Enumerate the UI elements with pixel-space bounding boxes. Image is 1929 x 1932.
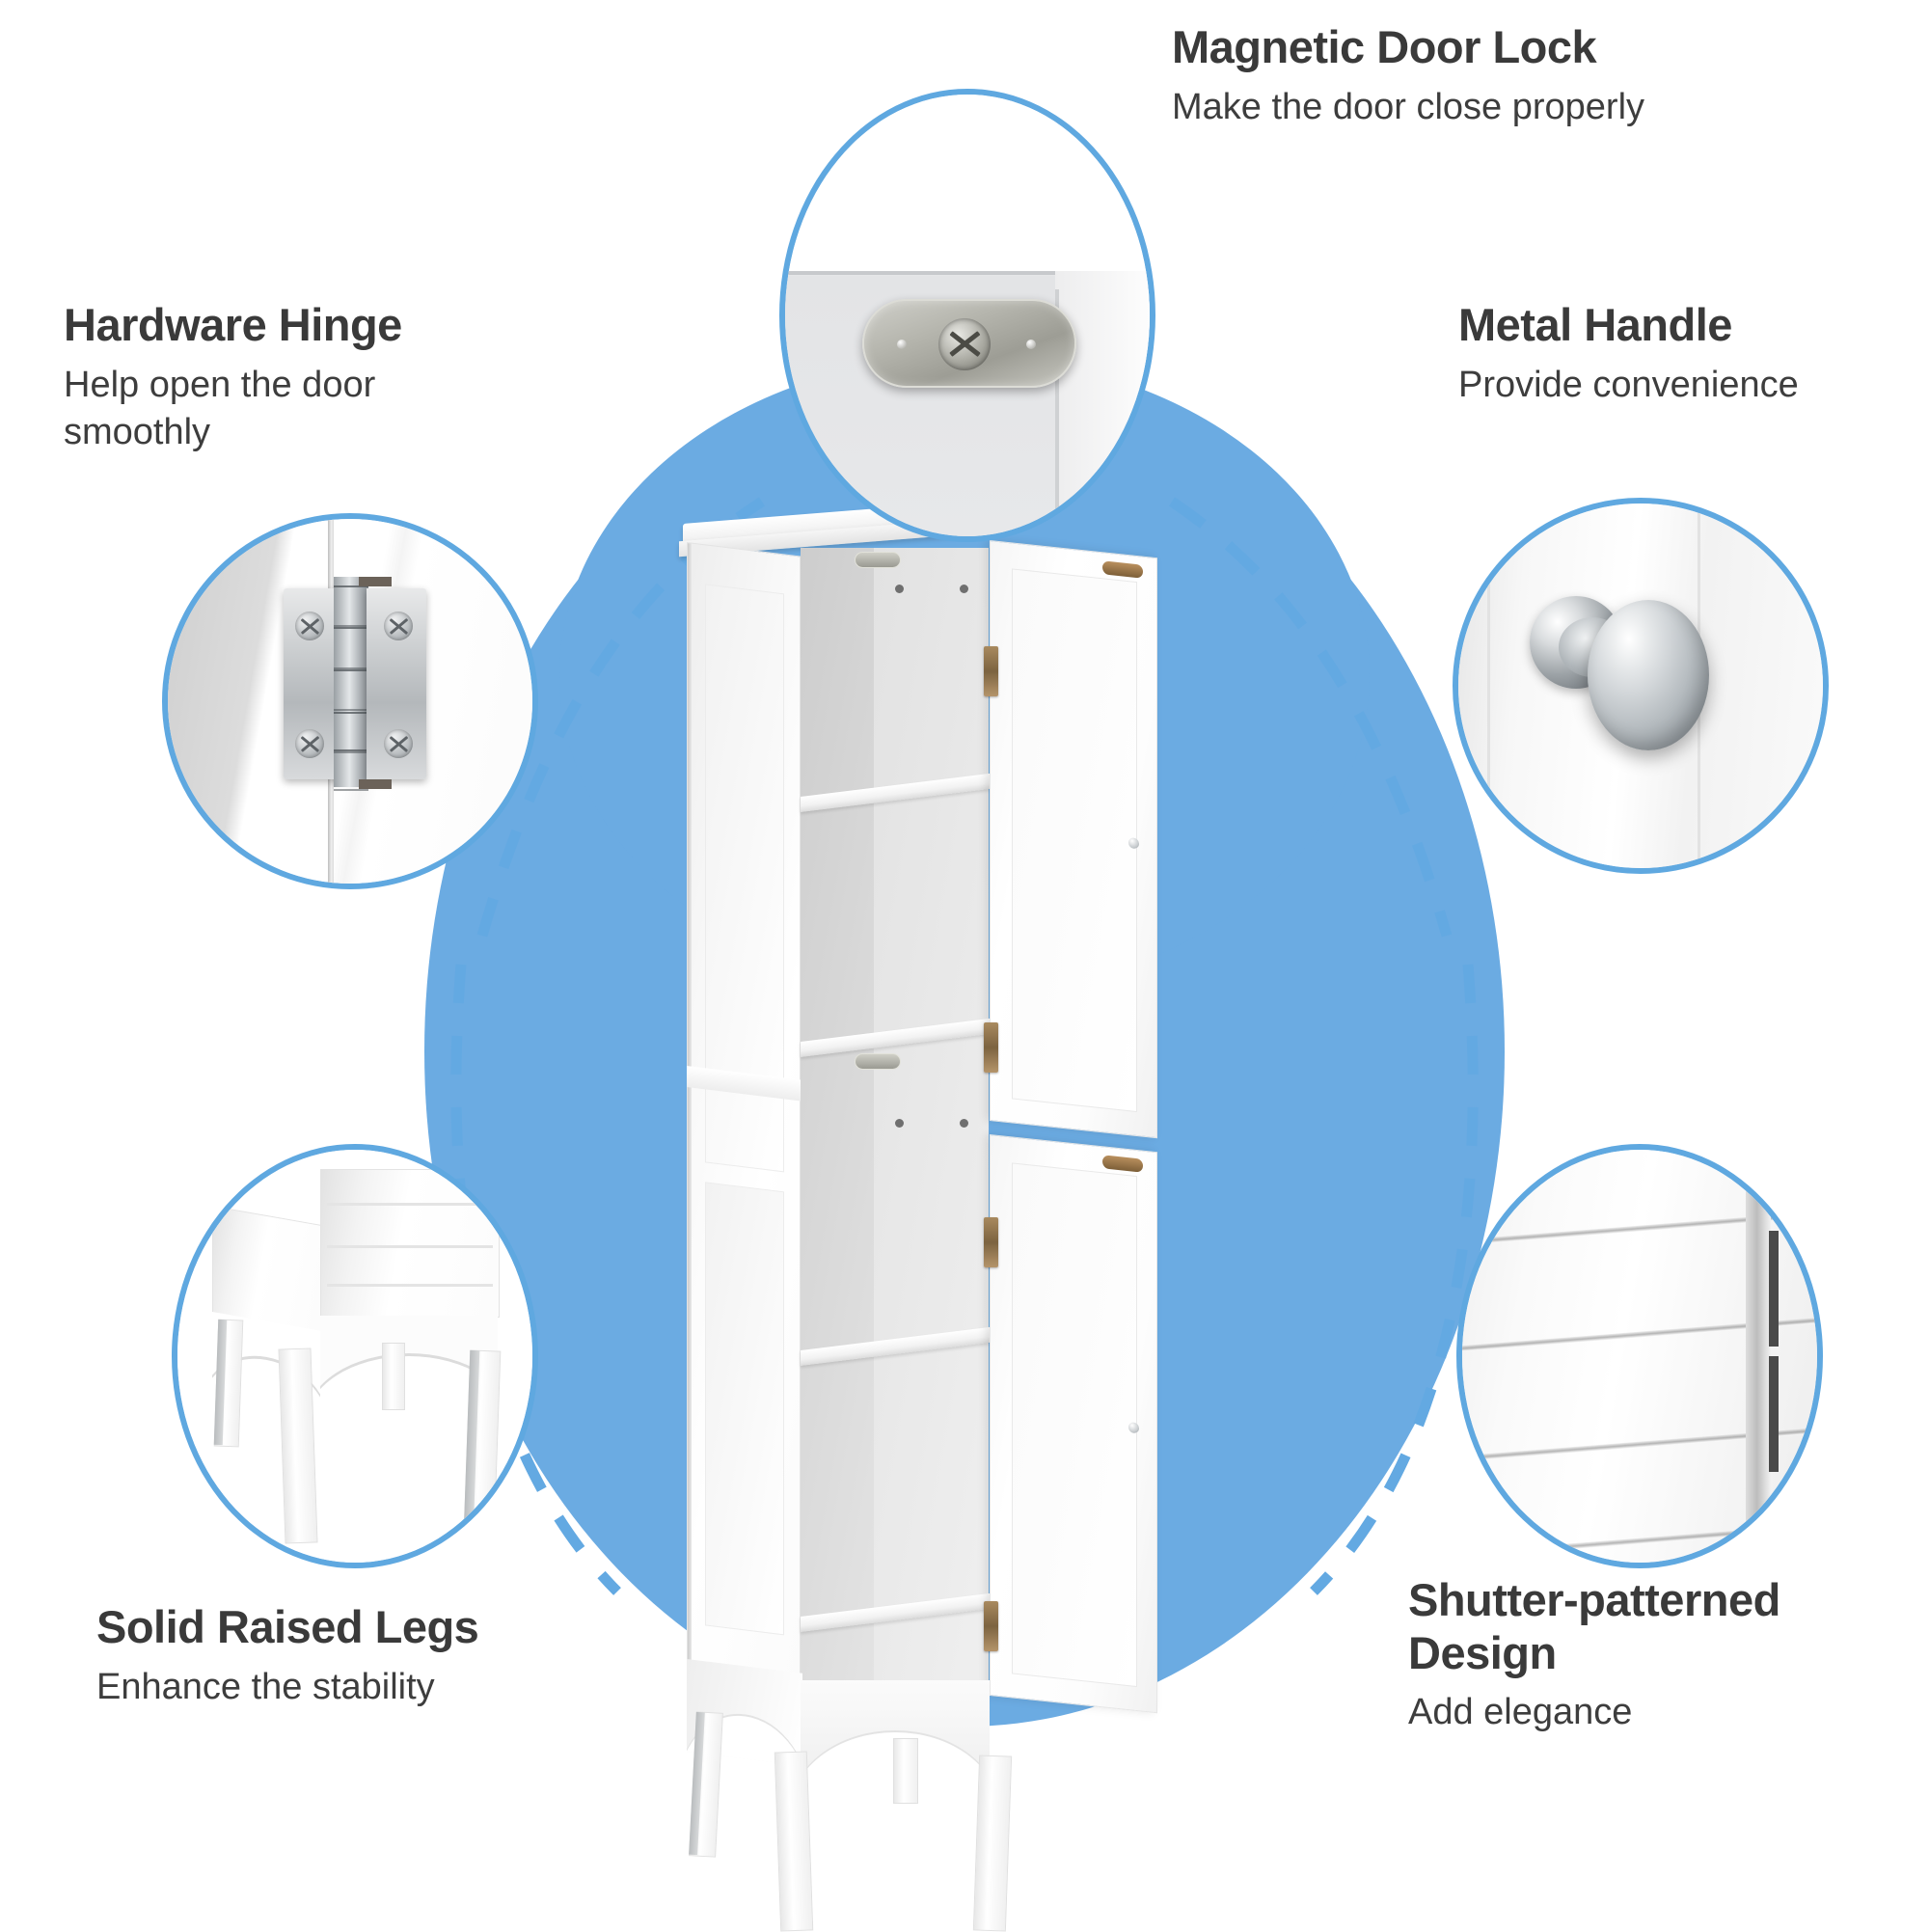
upper-door-hinge-bottom	[984, 1022, 998, 1073]
legs-front-slat	[327, 1284, 493, 1287]
lock-cabinet-top-edge	[785, 271, 1150, 276]
callout-text-solid-raised-legs: Solid Raised Legs Enhance the stability	[96, 1601, 637, 1711]
hinge-knuckle-segment	[334, 668, 368, 712]
back-wall-screw	[960, 585, 968, 593]
shutter-patterned-design-subtitle: Add elegance	[1408, 1692, 1633, 1733]
cabinet-leg-rear-right	[893, 1738, 918, 1804]
lock-rivet-left	[897, 340, 907, 349]
hinge-top-shadow	[359, 577, 392, 586]
cabinet-interior-left-wall	[801, 548, 874, 1686]
solid-raised-legs-photo	[172, 1144, 538, 1568]
hinge-knuckle-segment	[334, 627, 368, 669]
legs-front-left	[278, 1347, 318, 1544]
magnetic-door-lock-title: Magnetic Door Lock	[1172, 21, 1597, 72]
handle-knob	[1588, 600, 1709, 750]
back-wall-screw	[960, 1119, 968, 1128]
dash-handle-to-shutter	[1310, 964, 1479, 1595]
cabinet-leg-front-right	[972, 1755, 1013, 1932]
lower-door-hinge-bottom	[984, 1601, 998, 1651]
upper-door-knob-screw	[1128, 837, 1139, 850]
shutter-panel-edge	[1746, 1150, 1771, 1563]
shutter-shadow-gap-lower	[1769, 1356, 1779, 1472]
hardware-hinge-photo	[162, 513, 538, 889]
shutter-shadow-gap-upper	[1769, 1231, 1779, 1347]
legs-cabinet-front	[320, 1169, 500, 1318]
cabinet-leg-front-left	[774, 1751, 814, 1932]
legs-front-slat	[327, 1245, 493, 1248]
shutter-patterned-design-photo	[1456, 1144, 1823, 1568]
metal-handle-subtitle: Provide convenience	[1458, 364, 1799, 405]
callout-text-magnetic-door-lock: Magnetic Door Lock Make the door close p…	[1172, 21, 1847, 131]
legs-rear-right	[382, 1343, 405, 1410]
cabinet-lower-door	[990, 1134, 1157, 1714]
magnetic-catch-upper	[855, 552, 901, 568]
callout-text-hardware-hinge: Hardware Hinge Help open the door smooth…	[64, 299, 565, 456]
hinge-right-leaf	[367, 588, 426, 779]
hinge-left-leaf	[284, 588, 340, 779]
hardware-hinge-subtitle: Help open the door smoothly	[64, 364, 376, 452]
solid-raised-legs-title: Solid Raised Legs	[96, 1601, 479, 1652]
hardware-hinge-icon	[168, 519, 532, 884]
magnetic-door-lock-photo	[779, 89, 1155, 542]
metal-handle-icon	[1458, 503, 1823, 868]
hinge-screw	[384, 729, 413, 758]
lower-door-panel-inset	[1012, 1162, 1137, 1688]
hinge-knuckle-segment	[334, 585, 368, 627]
product-cabinet-image	[666, 499, 1273, 1932]
lower-door-knob-screw	[1128, 1422, 1139, 1434]
cabinet-upper-door	[990, 540, 1157, 1139]
shutter-patterned-design-title: Shutter-patterned Design	[1408, 1574, 1780, 1678]
magnetic-catch-lower	[855, 1053, 901, 1070]
lower-door-hinge-top	[984, 1217, 998, 1267]
hinge-knuckle-barrel	[334, 577, 368, 791]
side-panel-edge	[688, 543, 692, 1663]
metal-handle-photo	[1453, 498, 1829, 874]
callout-text-shutter-patterned-design: Shutter-patterned Design Add elegance	[1408, 1574, 1929, 1736]
hinge-screw	[384, 612, 413, 640]
cabinet-left-side-panel	[687, 542, 801, 1677]
hinge-knuckle-segment	[334, 711, 368, 753]
magnetic-lock-icon	[785, 95, 1150, 536]
lock-center-screw	[938, 318, 991, 370]
handle-door-edge-line	[1487, 503, 1490, 868]
hinge-bottom-shadow	[359, 779, 392, 789]
back-wall-screw	[895, 585, 904, 593]
callout-text-metal-handle: Metal Handle Provide convenience	[1458, 299, 1929, 409]
metal-handle-title: Metal Handle	[1458, 299, 1732, 350]
upper-door-catch-plate	[1102, 560, 1143, 579]
side-panel-inset-lower	[705, 1182, 784, 1636]
upper-door-hinge-top	[984, 646, 998, 696]
legs-front-slat	[327, 1203, 493, 1206]
hinge-screw	[295, 729, 324, 758]
hinge-knuckle-segment	[334, 748, 368, 791]
lower-door-catch-plate	[1102, 1155, 1143, 1173]
cabinet-back-wall	[873, 548, 989, 1686]
upper-door-panel-inset	[1012, 568, 1137, 1113]
magnetic-door-lock-subtitle: Make the door close properly	[1172, 86, 1645, 127]
lock-cabinet-right-face	[1054, 271, 1150, 536]
hinge-screw	[295, 612, 324, 640]
lock-metal-plate	[862, 299, 1076, 388]
shutter-pattern-icon	[1462, 1150, 1817, 1563]
solid-raised-legs-subtitle: Enhance the stability	[96, 1666, 435, 1707]
hardware-hinge-title: Hardware Hinge	[64, 299, 402, 350]
lock-door-gap	[1054, 288, 1059, 536]
back-wall-screw	[895, 1119, 904, 1128]
lock-rivet-right	[1026, 340, 1036, 349]
solid-raised-legs-icon	[177, 1150, 532, 1563]
